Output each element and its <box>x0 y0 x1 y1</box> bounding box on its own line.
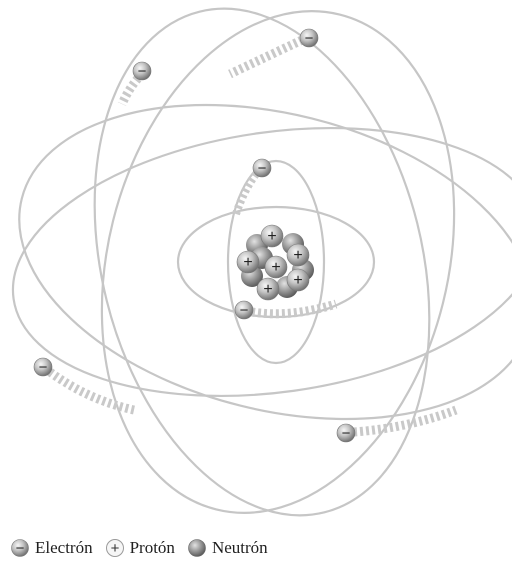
svg-text:+: + <box>110 540 119 557</box>
legend-electron-label: Electrón <box>35 538 93 558</box>
electrons: − − − − − − <box>34 29 355 442</box>
electron-trail <box>50 372 134 410</box>
svg-text:+: + <box>293 272 302 289</box>
legend-proton-label: Protón <box>130 538 175 558</box>
neutron-icon <box>187 538 207 558</box>
proton: + <box>265 256 287 278</box>
svg-text:+: + <box>243 254 252 271</box>
svg-text:+: + <box>263 281 272 298</box>
electron-icon: − <box>10 538 30 558</box>
proton: + <box>261 225 283 247</box>
legend-electron: − Electrón <box>10 538 93 558</box>
proton: + <box>237 251 259 273</box>
proton: + <box>257 278 279 300</box>
svg-text:−: − <box>138 63 147 80</box>
electron: − <box>300 29 318 47</box>
svg-text:−: − <box>16 540 25 557</box>
svg-text:+: + <box>271 259 280 276</box>
electron: − <box>34 358 52 376</box>
svg-text:+: + <box>267 228 276 245</box>
proton-icon: + <box>105 538 125 558</box>
legend-neutron: Neutrón <box>187 538 268 558</box>
atom-diagram: + + + + + + − − <box>0 0 512 520</box>
electron: − <box>253 159 271 177</box>
nucleus: + + + + + + <box>237 225 314 300</box>
electron-trail <box>252 304 336 314</box>
electron: − <box>235 301 253 319</box>
svg-text:−: − <box>258 160 267 177</box>
svg-text:+: + <box>293 247 302 264</box>
legend-neutron-label: Neutrón <box>212 538 268 558</box>
electron: − <box>133 62 151 80</box>
proton: + <box>287 269 309 291</box>
svg-text:−: − <box>240 302 249 319</box>
electron-trail <box>230 40 302 74</box>
svg-text:−: − <box>39 359 48 376</box>
svg-text:−: − <box>305 30 314 47</box>
electron: − <box>337 424 355 442</box>
proton: + <box>287 244 309 266</box>
legend: − Electrón + Protón Neutrón <box>10 538 268 558</box>
svg-text:−: − <box>342 425 351 442</box>
legend-proton: + Protón <box>105 538 175 558</box>
